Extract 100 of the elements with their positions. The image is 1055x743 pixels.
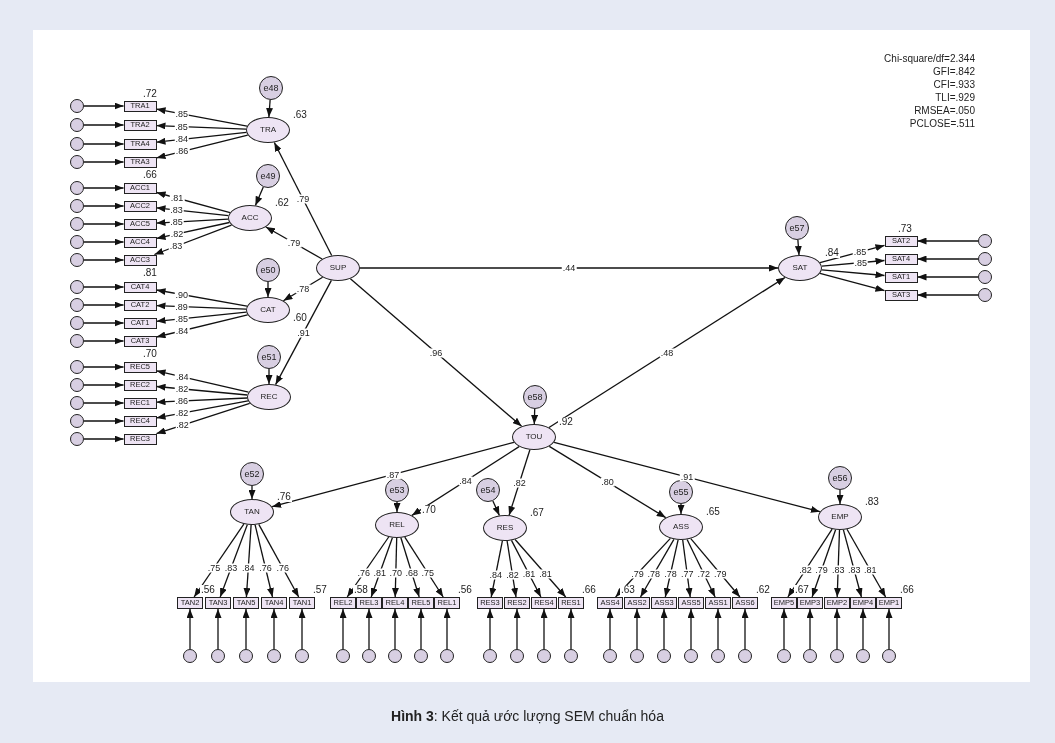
edge-label: .72 — [696, 569, 712, 579]
edge-label: .85 — [174, 314, 189, 324]
arrow — [271, 441, 515, 508]
arrow — [916, 273, 979, 281]
edge-label: .96 — [428, 348, 444, 357]
arrow — [916, 291, 979, 299]
arrow — [411, 445, 520, 517]
arrow — [859, 608, 867, 650]
arrow — [916, 255, 979, 263]
arrow — [506, 540, 519, 598]
arrow — [83, 158, 125, 166]
edge-label: .81 — [538, 569, 553, 579]
edge-label: .44 — [561, 263, 577, 273]
edge-label: .82 — [505, 570, 520, 580]
r-squared-value: .70 — [142, 348, 158, 359]
arrow — [489, 540, 504, 598]
arrow — [885, 608, 893, 650]
fit-statistic: CFI=.933 — [932, 78, 975, 91]
edge-label: .78 — [646, 569, 662, 579]
edge-label: .75 — [206, 563, 222, 573]
edge-label: .84 — [174, 326, 190, 336]
arrow — [492, 500, 501, 517]
r-squared-value: .76 — [276, 492, 292, 502]
arrow — [787, 528, 833, 598]
r-squared-value: .58 — [353, 585, 369, 595]
arrow — [349, 278, 523, 427]
arrow — [266, 99, 274, 118]
edge-label: .83 — [168, 241, 184, 251]
arrow — [714, 608, 722, 650]
edge-label: .79 — [286, 238, 302, 248]
r-squared-value: .70 — [421, 505, 437, 515]
edge-label: .76 — [356, 568, 371, 578]
arrow — [83, 184, 125, 192]
arrow — [508, 449, 531, 516]
arrow — [682, 539, 693, 598]
r-squared-value: .72 — [142, 88, 158, 99]
r-squared-value: .83 — [864, 497, 880, 507]
arrow — [83, 102, 125, 110]
arrow — [258, 523, 300, 598]
r-squared-value: .63 — [292, 110, 308, 120]
arrow — [677, 503, 685, 515]
arrow — [741, 608, 749, 650]
r-squared-value: .66 — [581, 585, 597, 595]
r-squared-value: .92 — [558, 417, 574, 427]
r-squared-value: .60 — [292, 313, 308, 323]
arrow — [83, 381, 125, 389]
arrow — [264, 281, 272, 298]
edge-label: .90 — [174, 290, 190, 299]
edge-label: .70 — [388, 568, 403, 578]
arrow — [83, 283, 125, 291]
edge-label: .76 — [258, 563, 273, 573]
arrow — [155, 288, 248, 307]
arrow — [254, 186, 264, 207]
edge-label: .91 — [296, 328, 311, 337]
fit-statistic: RMSEA=.050 — [913, 104, 975, 117]
arrow — [836, 489, 844, 505]
arrow — [270, 608, 278, 650]
r-squared-value: .56 — [457, 585, 473, 595]
arrow — [83, 301, 125, 309]
arrow — [219, 524, 248, 598]
arrow — [83, 417, 125, 425]
arrow — [214, 608, 222, 650]
fit-statistic: GFI=.842 — [932, 65, 975, 78]
edge-label: .83 — [223, 563, 239, 573]
arrow — [514, 538, 567, 598]
arrow — [614, 537, 672, 598]
r-squared-value: .65 — [705, 507, 721, 517]
edge-label: .89 — [174, 302, 189, 312]
arrow — [155, 131, 248, 145]
arrow — [155, 400, 249, 420]
edge-label: .81 — [372, 568, 387, 578]
arrow — [531, 408, 539, 425]
edge-label: .85 — [169, 217, 184, 227]
edge-label: .82 — [798, 565, 813, 575]
edge-label: .87 — [385, 470, 401, 479]
edge-label: .80 — [600, 477, 615, 487]
arrow — [155, 402, 251, 435]
edge-label: .86 — [174, 147, 190, 156]
r-squared-value: .57 — [312, 585, 328, 595]
edge-label: .84 — [458, 476, 473, 486]
edge-label: .79 — [814, 565, 829, 575]
arrow — [540, 608, 548, 650]
arrow — [155, 397, 248, 406]
edge-label: .78 — [663, 569, 678, 579]
arrow — [155, 383, 248, 396]
edge-label: .84 — [488, 570, 503, 580]
arrow — [548, 276, 786, 429]
arrow — [842, 529, 863, 598]
arrow — [83, 363, 125, 371]
fit-statistic: PCLOSE=.511 — [908, 117, 975, 130]
arrow — [83, 256, 125, 264]
edge-label: .79 — [295, 194, 311, 204]
arrow — [548, 445, 667, 519]
edge-label: .83 — [830, 565, 846, 575]
arrow — [248, 485, 256, 500]
edge-label: .75 — [420, 568, 436, 578]
edge-label: .83 — [846, 565, 862, 575]
edge-label: .78 — [295, 284, 311, 294]
edge-label: .84 — [241, 563, 256, 573]
arrow — [155, 205, 230, 217]
